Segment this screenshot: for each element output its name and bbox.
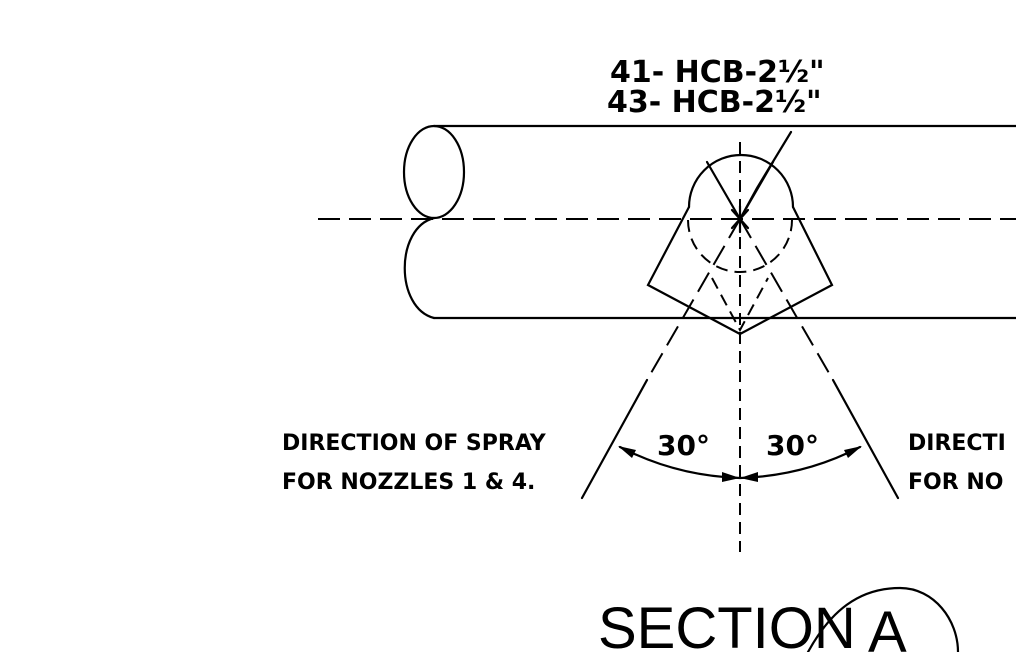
spray-left-lower bbox=[580, 378, 649, 500]
pipe-label-line-2: 43- HCB-2½" bbox=[607, 85, 822, 120]
nozzle-right-tip bbox=[738, 205, 834, 336]
right-note-line-1: DIRECTI bbox=[908, 431, 1006, 456]
nozzle-dome bbox=[687, 153, 795, 209]
pipe-end-ellipse bbox=[402, 124, 466, 220]
arrow-left-outer bbox=[618, 446, 636, 458]
nozzle-body bbox=[646, 153, 834, 336]
left-note-line-2: FOR NOZZLES 1 & 4. bbox=[282, 470, 535, 495]
spray-left-upper bbox=[705, 160, 742, 221]
angle-label-left: 30° bbox=[657, 429, 710, 462]
nozzle-hidden-v bbox=[711, 277, 769, 333]
left-note-line-1: DIRECTION OF SPRAY bbox=[282, 431, 547, 456]
arrow-center-right bbox=[740, 472, 758, 482]
section-bubble bbox=[806, 586, 960, 652]
spray-right-lower bbox=[831, 378, 900, 500]
angle-label-right: 30° bbox=[766, 429, 819, 462]
pipe-label-line-1: 41- HCB-2½" bbox=[610, 55, 825, 90]
pipe-end-lower-arc bbox=[403, 216, 436, 320]
arrow-right-outer bbox=[844, 446, 862, 458]
spray-left-solid bbox=[738, 130, 793, 221]
spray-lines bbox=[580, 130, 900, 500]
nozzle-hidden-arc bbox=[687, 219, 793, 273]
angle-dimension bbox=[618, 445, 862, 482]
nozzle-left-tip bbox=[646, 205, 742, 336]
center-mark bbox=[730, 204, 750, 234]
arrow-center-left bbox=[722, 472, 740, 482]
section-title: SECTION bbox=[598, 596, 856, 652]
pipe bbox=[318, 124, 1016, 320]
section-letter: A bbox=[868, 600, 907, 652]
right-note-line-2: FOR NO bbox=[908, 470, 1003, 495]
